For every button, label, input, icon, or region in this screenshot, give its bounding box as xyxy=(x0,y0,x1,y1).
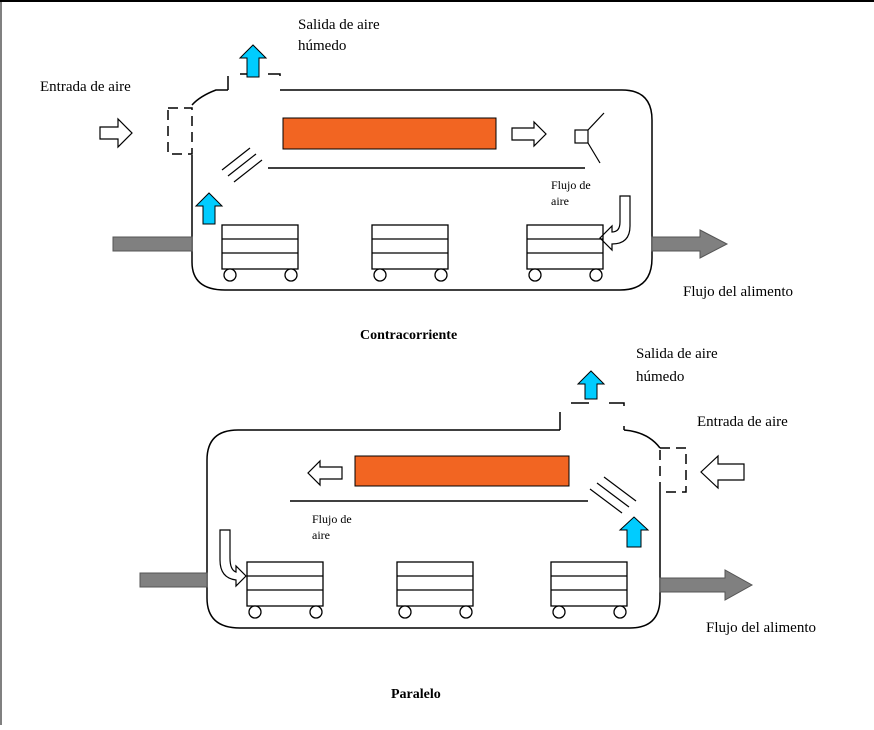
fan-blade xyxy=(587,112,605,131)
food-outlet-arrow-icon xyxy=(659,569,754,601)
air-outlet-arrow-icon xyxy=(576,370,606,400)
food-outlet-arrow-icon xyxy=(651,229,729,259)
air-up-arrow-icon xyxy=(194,192,224,225)
tray-cart xyxy=(221,224,299,282)
air-inlet-duct xyxy=(659,447,687,493)
air-vanes xyxy=(589,476,637,514)
air-flow-label-line2: aire xyxy=(312,528,330,542)
air-flow-label-line2: aire xyxy=(551,194,569,208)
tray-cart xyxy=(526,224,604,282)
air-outlet-duct xyxy=(559,402,625,430)
diagram-countercurrent: Salida de aire húmedo Entrada de aire Fl… xyxy=(40,17,793,343)
air-outlet-label-line2: húmedo xyxy=(636,369,684,385)
hollow-arrow-icon xyxy=(511,120,547,148)
diagram-parallel: Salida de aire húmedo Entrada de aire Fl… xyxy=(139,346,816,702)
food-flow-label: Flujo del alimento xyxy=(683,284,793,300)
diagram-caption: Contracorriente xyxy=(360,328,457,343)
curved-air-arrow-icon xyxy=(599,195,631,252)
diagram-caption: Paralelo xyxy=(391,687,441,702)
food-flow-label: Flujo del alimento xyxy=(706,620,816,636)
air-outlet-label-line1: Salida de aire xyxy=(298,17,380,33)
tray-cart xyxy=(371,224,449,282)
dryer-body xyxy=(191,89,653,291)
curved-air-arrow-icon xyxy=(219,529,247,588)
air-outlet-arrow-icon xyxy=(238,44,268,78)
dryer-body xyxy=(206,429,661,629)
air-inlet-duct xyxy=(167,107,193,155)
heater-element xyxy=(282,117,497,150)
air-inlet-label: Entrada de aire xyxy=(40,79,131,95)
tray-cart xyxy=(550,561,628,619)
hollow-arrow-icon xyxy=(307,459,343,487)
food-inlet-bar xyxy=(139,572,208,588)
air-flow-label-line1: Flujo de xyxy=(312,512,352,526)
food-inlet-bar xyxy=(112,236,193,252)
air-inlet-label: Entrada de aire xyxy=(697,414,788,430)
air-inlet-arrow-icon xyxy=(700,454,745,490)
air-vanes xyxy=(221,147,263,183)
fan-box xyxy=(574,129,589,144)
heater-element xyxy=(354,455,570,487)
air-outlet-label-line1: Salida de aire xyxy=(636,346,718,362)
air-inlet-arrow-icon xyxy=(99,117,133,149)
air-outlet-label-line2: húmedo xyxy=(298,38,346,54)
tray-cart xyxy=(246,561,324,619)
tray-cart xyxy=(396,561,474,619)
fan-blade xyxy=(587,142,601,164)
air-flow-label-line1: Flujo de xyxy=(551,178,591,192)
air-up-arrow-icon xyxy=(618,516,650,548)
